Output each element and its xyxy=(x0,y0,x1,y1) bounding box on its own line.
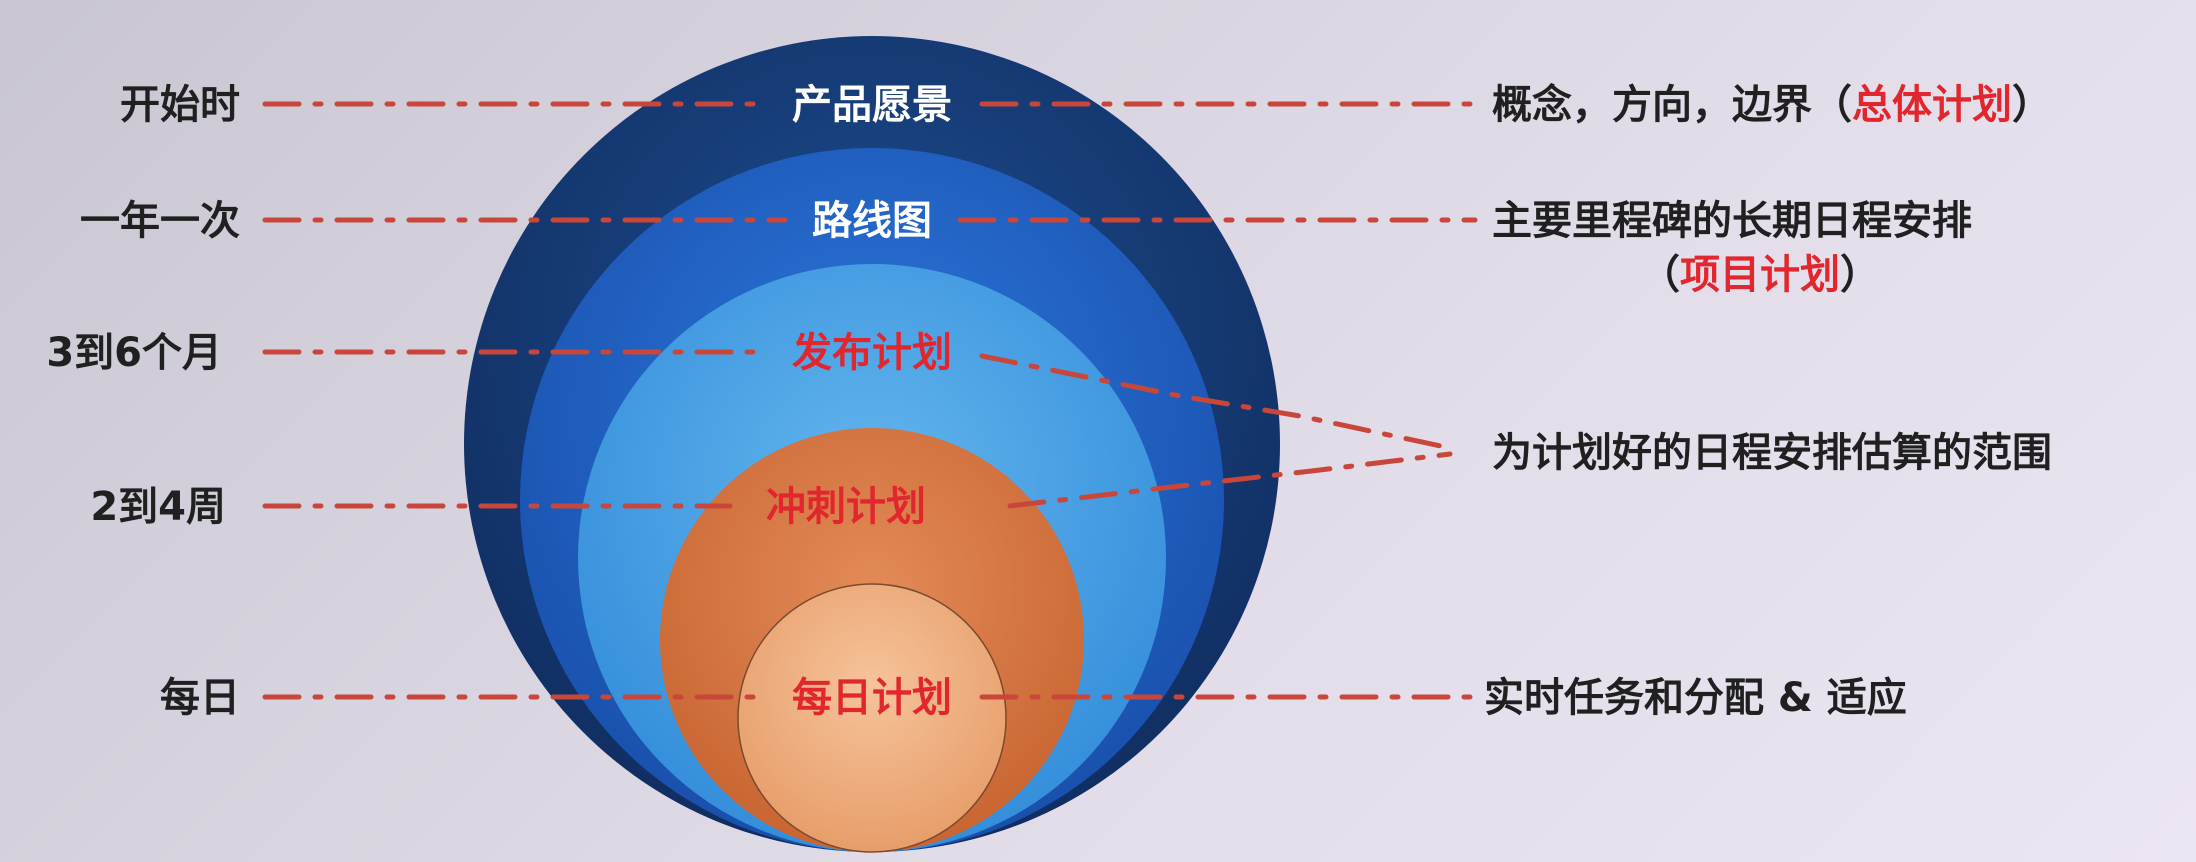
nested-circles xyxy=(464,36,1280,853)
right-notes: 概念，方向，边界（总体计划） 主要里程碑的长期日程安排 （项目计划） 为计划好的… xyxy=(1484,82,2052,721)
left-labels: 开始时 一年一次 3到6个月 2到4周 每日 xyxy=(46,82,240,721)
circle-labels: 产品愿景 路线图 发布计划 冲刺计划 每日计划 xyxy=(766,82,952,721)
circle-label-sprint: 冲刺计划 xyxy=(766,484,926,530)
left-label-weeks: 2到4周 xyxy=(90,484,226,530)
note-scope: 为计划好的日程安排估算的范围 xyxy=(1492,430,2052,476)
left-label-months: 3到6个月 xyxy=(46,330,222,376)
circle-label-vision: 产品愿景 xyxy=(792,82,952,128)
note-roadmap-line1: 主要里程碑的长期日程安排 xyxy=(1492,198,1972,244)
connector-release-to-scope xyxy=(979,353,1453,451)
note-vision-highlight: 总体计划 xyxy=(1852,82,2012,128)
note-roadmap-line2: （项目计划） xyxy=(1640,252,1880,298)
circle-label-daily: 每日计划 xyxy=(792,675,952,721)
circle-label-roadmap: 路线图 xyxy=(812,198,932,244)
note-roadmap-line2-prefix: （ xyxy=(1640,252,1680,298)
note-vision: 概念，方向，边界（总体计划） xyxy=(1492,82,2052,128)
circle-label-release: 发布计划 xyxy=(792,330,952,376)
note-roadmap-line2-highlight: 项目计划 xyxy=(1680,252,1840,298)
connector-sprint-to-scope xyxy=(1007,451,1453,509)
left-label-yearly: 一年一次 xyxy=(80,198,240,244)
connector-lines xyxy=(262,101,1478,700)
note-daily: 实时任务和分配 & 适应 xyxy=(1484,675,1907,721)
note-roadmap-line2-suffix: ） xyxy=(1840,252,1880,298)
circle-daily-plan xyxy=(737,583,1007,853)
left-label-daily: 每日 xyxy=(160,675,240,721)
note-vision-prefix: 概念，方向，边界（ xyxy=(1492,82,1852,128)
note-vision-suffix: ） xyxy=(2012,82,2052,128)
left-label-start: 开始时 xyxy=(120,82,240,128)
